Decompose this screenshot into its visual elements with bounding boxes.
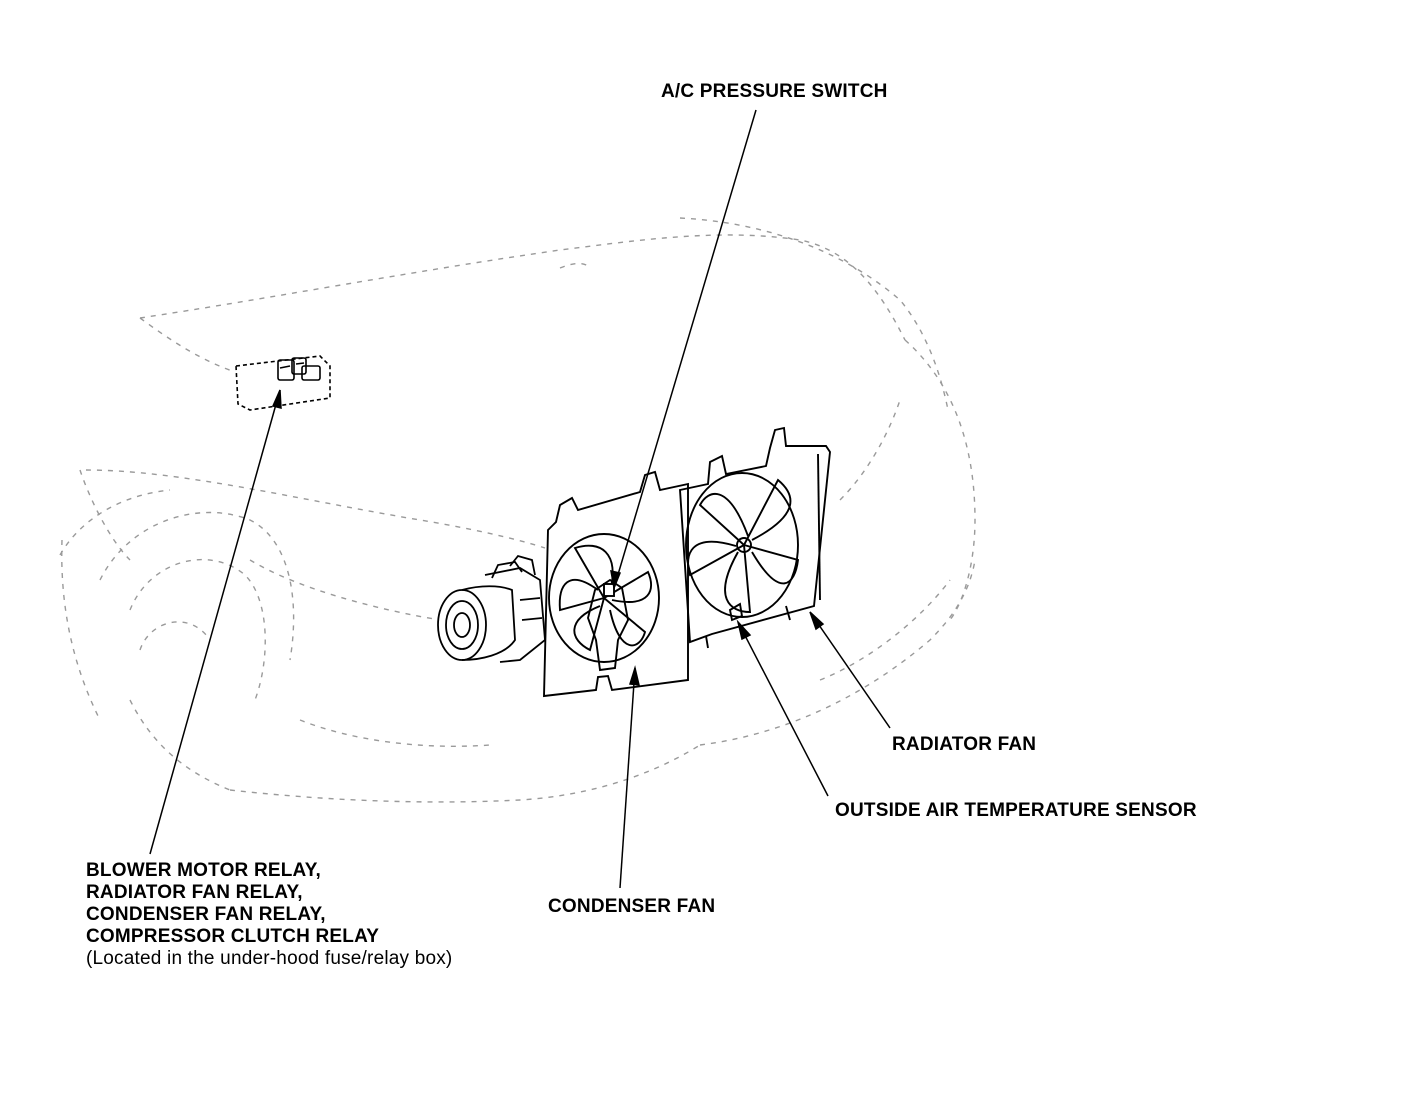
label-relay-location-note: (Located in the under-hood fuse/relay bo…	[86, 948, 453, 969]
arrowhead-radiator-fan	[809, 611, 825, 631]
leader-relays	[149, 389, 281, 855]
fuse-relay-box	[235, 355, 331, 411]
label-ac-pressure-switch: A/C PRESSURE SWITCH	[661, 81, 888, 102]
condenser-fan-assembly	[543, 470, 689, 698]
label-condenser-fan-relay: CONDENSER FAN RELAY,	[86, 904, 326, 925]
leader-radiator-fan	[809, 611, 891, 729]
leader-lines	[149, 109, 891, 889]
ac-compressor	[437, 554, 546, 663]
condenser-fan-ring	[548, 533, 660, 663]
label-blower-motor-relay: BLOWER MOTOR RELAY,	[86, 860, 321, 881]
relay-block-right	[301, 365, 321, 381]
label-outside-air-temperature-sensor: OUTSIDE AIR TEMPERATURE SENSOR	[835, 800, 1197, 821]
leader-condenser-fan	[619, 667, 636, 889]
condenser-fan-shroud	[543, 470, 689, 698]
arrowhead-ac-pressure-switch	[610, 570, 622, 591]
arrowhead-condenser-fan	[629, 665, 640, 686]
leader-outside-air-temperature-sensor	[737, 621, 829, 797]
ac-pressure-switch-body	[603, 583, 615, 597]
leader-ac-pressure-switch	[613, 109, 757, 589]
radiator-fan-assembly	[678, 426, 831, 649]
label-radiator-fan-relay: RADIATOR FAN RELAY,	[86, 882, 303, 903]
radiator-fan-ring	[685, 472, 799, 618]
relay-block-left	[277, 359, 295, 381]
radiator-fan-shroud	[678, 426, 831, 644]
label-relays: BLOWER MOTOR RELAY, RADIATOR FAN RELAY, …	[86, 860, 452, 970]
label-condenser-fan: CONDENSER FAN	[548, 896, 716, 917]
label-radiator-fan: RADIATOR FAN	[892, 734, 1037, 755]
arrowhead-relays	[271, 389, 282, 409]
arrowhead-outside-air-temperature-sensor	[736, 619, 752, 641]
vehicle-body-outline	[59, 217, 976, 803]
label-compressor-clutch-relay: COMPRESSOR CLUTCH RELAY	[86, 926, 380, 947]
